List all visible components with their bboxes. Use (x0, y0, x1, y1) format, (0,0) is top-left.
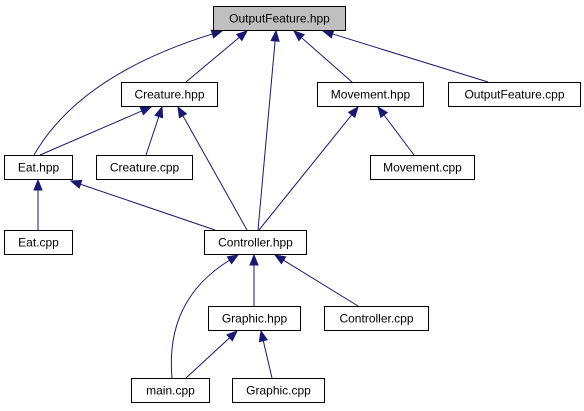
edge-line (145, 116, 160, 156)
edge-eat-hpp-to-creature-hpp (39, 106, 153, 156)
edge-line (182, 115, 248, 231)
node-label: OutputFeature.hpp (229, 12, 330, 26)
edge-line (258, 114, 353, 231)
edge-graphic-cpp-to-graphic-hpp (258, 329, 273, 379)
node-graphic-hpp[interactable]: Graphic.hpp (208, 306, 301, 331)
edge-controller-hpp-to-outputfeature-hpp (257, 29, 280, 231)
arrowhead (139, 106, 153, 116)
edge-controller-hpp-to-eat-hpp (69, 179, 216, 231)
edge-line (301, 37, 353, 83)
node-label: Eat.hpp (18, 161, 60, 175)
node-label: Eat.cpp (18, 236, 59, 250)
node-box[interactable] (4, 230, 73, 255)
edge-movement-hpp-to-outputfeature-hpp (292, 30, 353, 83)
node-creature-cpp[interactable]: Creature.cpp (96, 155, 193, 180)
arrowhead (210, 29, 224, 39)
node-label: OutputFeature.cpp (464, 88, 564, 102)
arrowhead (235, 30, 249, 42)
edge-controller-hpp-to-creature-hpp (177, 105, 248, 231)
node-controller-cpp[interactable]: Controller.cpp (324, 306, 429, 331)
arrowhead (249, 253, 259, 266)
node-box[interactable] (204, 230, 307, 255)
edge-line (170, 259, 230, 379)
edge-graphic-hpp-to-controller-hpp (249, 253, 259, 306)
node-main-cpp[interactable]: main.cpp (131, 378, 210, 403)
arrowhead (270, 29, 280, 42)
node-movement-hpp[interactable]: Movement.hpp (317, 82, 424, 107)
node-creature-hpp[interactable]: Creature.hpp (121, 82, 218, 107)
edges-layer (33, 29, 489, 379)
edge-line (39, 110, 143, 156)
edge-line (185, 337, 230, 379)
edge-creature-cpp-to-creature-hpp (145, 105, 164, 156)
arrowhead (154, 105, 164, 119)
arrowhead (226, 254, 240, 265)
node-label: Controller.cpp (339, 312, 413, 326)
edge-main-cpp-to-controller-hpp (170, 254, 240, 379)
node-movement-cpp[interactable]: Movement.cpp (370, 155, 475, 180)
arrowhead (33, 178, 43, 191)
edge-line (262, 340, 273, 379)
arrowhead (321, 29, 335, 39)
node-box[interactable] (121, 82, 218, 107)
node-controller-hpp[interactable]: Controller.hpp (204, 230, 307, 255)
edge-line (33, 33, 213, 156)
edge-outputfeature-cpp-to-outputfeature-hpp (321, 29, 489, 83)
edge-line (257, 40, 276, 231)
node-box[interactable] (448, 82, 581, 107)
edge-controller-cpp-to-controller-hpp (273, 254, 359, 307)
arrowhead (258, 329, 269, 343)
edge-line (283, 259, 359, 307)
node-box[interactable] (131, 378, 210, 403)
edge-line (383, 114, 415, 156)
edge-movement-cpp-to-movement-hpp (377, 105, 415, 156)
node-label: Controller.hpp (218, 236, 293, 250)
edge-line (332, 33, 489, 83)
node-label: Movement.hpp (331, 88, 411, 102)
node-label: Creature.hpp (134, 88, 204, 102)
node-graphic-cpp[interactable]: Graphic.cpp (232, 378, 325, 403)
node-outputfeature-cpp[interactable]: OutputFeature.cpp (448, 82, 581, 107)
node-box[interactable] (317, 82, 424, 107)
edge-creature-hpp-to-outputfeature-hpp (185, 30, 249, 83)
edge-controller-hpp-to-movement-hpp (258, 105, 359, 231)
arrowhead (226, 330, 238, 342)
node-eat-hpp[interactable]: Eat.hpp (4, 155, 73, 180)
node-label: Creature.cpp (110, 161, 180, 175)
node-box[interactable] (4, 155, 73, 180)
node-label: Graphic.hpp (222, 312, 288, 326)
node-eat-cpp[interactable]: Eat.cpp (4, 230, 73, 255)
arrowhead (177, 105, 188, 119)
arrowhead (292, 30, 306, 42)
node-label: main.cpp (146, 384, 195, 398)
node-box[interactable] (208, 306, 301, 331)
node-outputfeature-hpp[interactable]: OutputFeature.hpp (213, 6, 346, 31)
node-box[interactable] (213, 6, 346, 31)
node-box[interactable] (324, 306, 429, 331)
node-label: Movement.cpp (383, 161, 462, 175)
arrowhead (347, 105, 359, 119)
arrowhead (69, 179, 83, 189)
node-box[interactable] (96, 155, 193, 180)
arrowhead (377, 105, 389, 119)
node-box[interactable] (232, 378, 325, 403)
arrowhead (273, 254, 287, 265)
edge-line (80, 183, 216, 231)
node-label: Graphic.cpp (246, 384, 311, 398)
edge-line (185, 37, 240, 83)
edge-main-cpp-to-graphic-hpp (185, 330, 238, 379)
node-box[interactable] (370, 155, 475, 180)
edge-eat-cpp-to-eat-hpp (33, 178, 43, 230)
